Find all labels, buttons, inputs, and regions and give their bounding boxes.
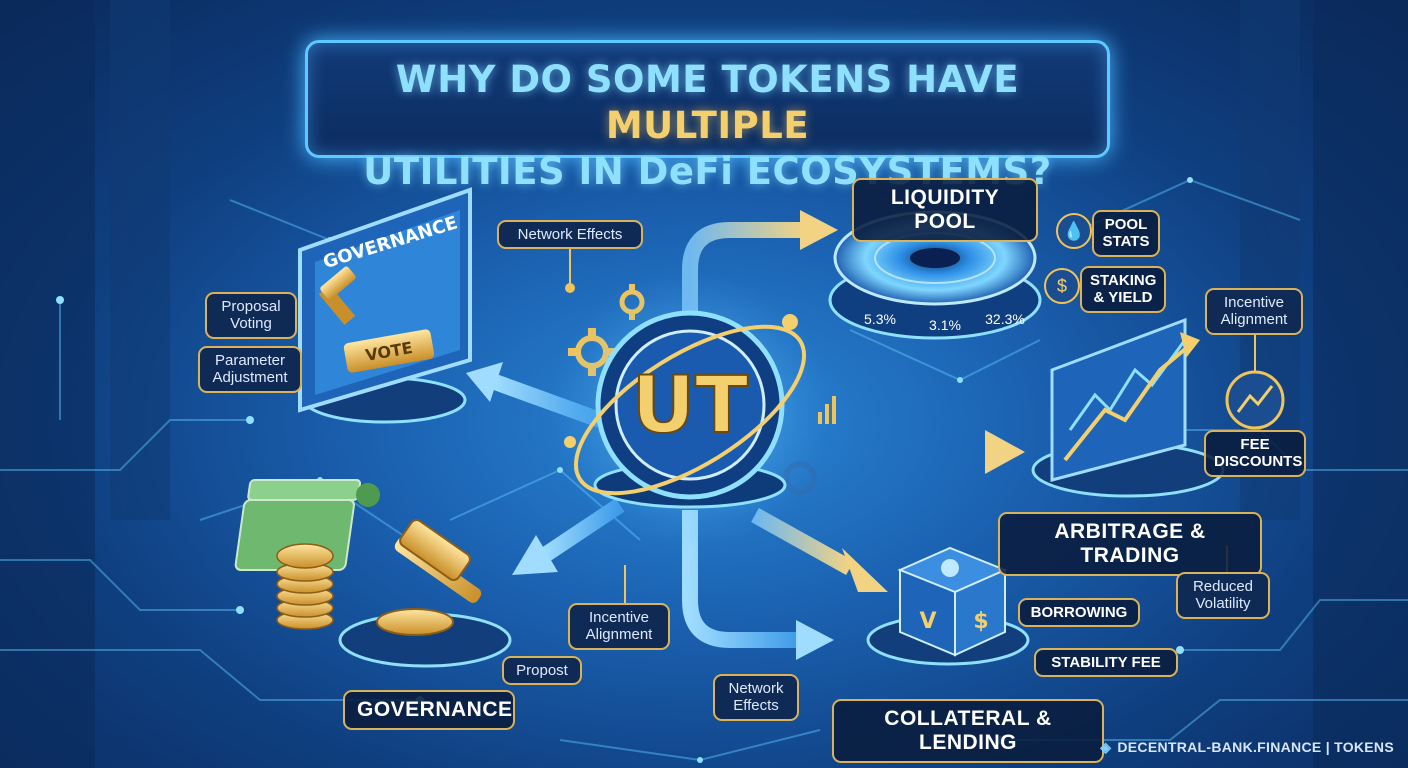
parameter-adjustment-label: Parameter Adjustment xyxy=(198,346,302,393)
droplets-icon: 💧 xyxy=(1056,213,1092,249)
pool-rate-2: 3.1% xyxy=(929,317,961,333)
cube-letter-v: V xyxy=(919,609,936,634)
propost-label: Propost xyxy=(502,656,582,686)
staking-yield-label: STAKING & YIELD xyxy=(1080,266,1166,313)
title-line-1-part-1: WHY DO SOME TOKENS HAVE xyxy=(395,58,1020,101)
cube-letter-dollar: $ xyxy=(973,609,988,634)
footer-text: DECENTRAL-BANK.FINANCE | TOKENS xyxy=(1117,739,1394,755)
network-effects-bottom-label: Network Effects xyxy=(713,674,799,721)
trading-chart-illustration xyxy=(1031,317,1285,498)
footer-brand: ◈ DECENTRAL-BANK.FINANCE | TOKENS xyxy=(1100,739,1394,756)
proposal-voting-label: Proposal Voting xyxy=(205,292,297,339)
cube-logo-icon: ◈ xyxy=(1100,739,1112,755)
pool-stats-label: POOL STATS xyxy=(1092,210,1160,257)
token-label: UT xyxy=(632,361,749,451)
collateral-cube-illustration: V $ xyxy=(866,546,1030,666)
governance-label: GOVERNANCE xyxy=(343,690,515,731)
title-banner: WHY DO SOME TOKENS HAVE MULTIPLE UTILITI… xyxy=(305,40,1110,193)
borrowing-label: BORROWING xyxy=(1018,598,1140,628)
collateral-lending-label: COLLATERAL & LENDING xyxy=(832,699,1104,764)
pool-rate-1: 5.3% xyxy=(864,311,896,327)
reduced-volatility-label: Reduced Volatility xyxy=(1176,572,1270,619)
arbitrage-trading-label: ARBITRAGE & TRADING xyxy=(998,512,1262,577)
center-token: UT xyxy=(550,270,830,550)
pool-rate-3: 32.3% xyxy=(985,311,1025,327)
mini-bar-icon xyxy=(818,396,836,424)
title-line-1: WHY DO SOME TOKENS HAVE MULTIPLE xyxy=(308,57,1107,149)
incentive-alignment-bottom-label: Incentive Alignment xyxy=(568,603,670,650)
dollar-hand-icon: $ xyxy=(1044,268,1080,304)
fee-discounts-label: FEE DISCOUNTS xyxy=(1204,430,1306,477)
governance-panel-illustration: GOVERNANCE VOTE xyxy=(298,187,472,424)
stability-fee-label: STABILITY FEE xyxy=(1034,648,1178,678)
money-gavel-illustration xyxy=(234,479,512,668)
network-effects-top-label: Network Effects xyxy=(497,220,643,250)
incentive-alignment-right-label: Incentive Alignment xyxy=(1205,288,1303,335)
liquidity-pool-label: LIQUIDITY POOL xyxy=(852,178,1038,243)
title-line-1-highlight: MULTIPLE xyxy=(605,104,810,147)
